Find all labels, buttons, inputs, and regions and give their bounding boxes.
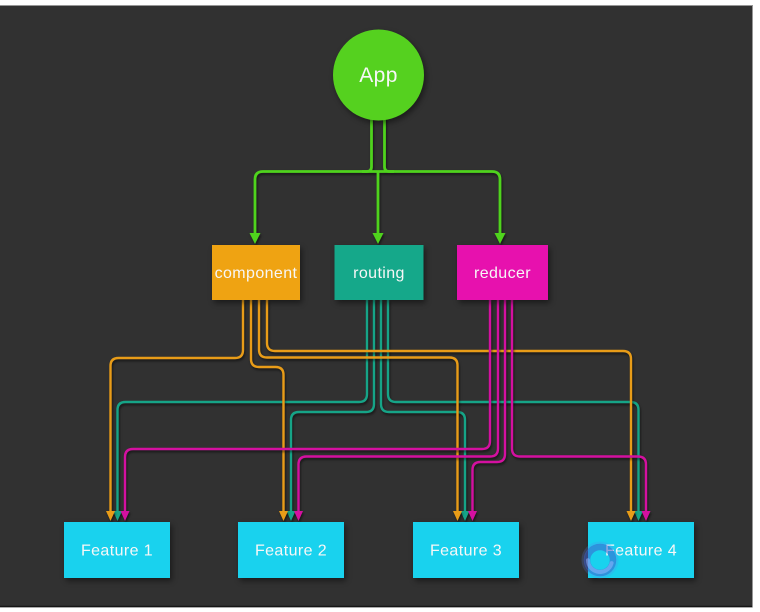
arrowhead-into-feature-3 — [468, 511, 477, 521]
app-node-label: App — [359, 64, 398, 87]
reducer-node-label: reducer — [474, 265, 531, 282]
edge-routing-to-feature-4 — [386, 300, 640, 511]
feature-node-label: Feature 4 — [605, 543, 677, 560]
edge-component-to-feature-1 — [109, 300, 245, 511]
edge-reducer-to-feature-1 — [123, 300, 492, 511]
edge-reducer-to-feature-4 — [510, 300, 648, 511]
arrowhead-into-feature-2 — [286, 511, 296, 521]
edge-reducer-to-feature-2 — [297, 300, 500, 511]
edge-component-to-feature-2 — [249, 300, 285, 511]
click-indicator-glow — [581, 541, 619, 579]
edges-layer — [109, 117, 648, 511]
click-indicator-highlight-arc — [586, 546, 614, 574]
feature-2-node — [238, 522, 344, 578]
arrowhead-into-routing — [372, 233, 384, 244]
arrowhead-into-feature-3 — [460, 511, 470, 521]
arrowhead-into-feature-1 — [106, 511, 115, 521]
labels-layer: App component routing reducer Feature 1 … — [81, 64, 677, 560]
feature-node-label: Feature 1 — [81, 543, 153, 560]
edge-routing-to-feature-2 — [289, 300, 376, 511]
arrowhead-into-feature-4 — [634, 511, 643, 521]
edge-group-routing-links — [116, 300, 640, 511]
feature-1-node — [64, 522, 170, 578]
arrowhead-into-reducer — [494, 233, 506, 244]
arrowhead-into-feature-4 — [641, 511, 651, 521]
edge-group-reducer-links — [123, 300, 648, 511]
arrowhead-into-feature-1 — [120, 511, 130, 521]
arrowhead-into-feature-3 — [453, 511, 462, 521]
click-indicator-layer — [581, 541, 619, 579]
component-node-label: component — [215, 265, 298, 282]
arrowhead-into-feature-4 — [626, 511, 636, 521]
edge-routing-to-feature-3 — [379, 300, 467, 511]
edge-routing-to-feature-1 — [116, 300, 369, 511]
app-node — [333, 29, 424, 121]
edge-reducer-to-feature-3 — [471, 300, 507, 511]
feature-node-label: Feature 3 — [430, 543, 502, 560]
edge-group-component-links — [109, 300, 633, 511]
reducer-node — [457, 245, 548, 300]
arrowhead-into-feature-2 — [294, 511, 303, 521]
component-node — [212, 245, 300, 300]
feature-node-label: Feature 2 — [255, 543, 327, 560]
edge-component-to-feature-3 — [257, 300, 459, 511]
feature-3-node — [413, 522, 519, 578]
edge-group-app-links — [253, 117, 502, 233]
routing-node — [334, 245, 424, 300]
arrowhead-into-feature-2 — [279, 511, 288, 521]
edge-component-to-feature-4 — [265, 300, 633, 511]
routing-node-label: routing — [353, 265, 405, 282]
arrowhead-into-component — [249, 233, 261, 244]
arrowheads-layer — [106, 233, 651, 521]
arrowhead-into-feature-1 — [113, 511, 122, 521]
